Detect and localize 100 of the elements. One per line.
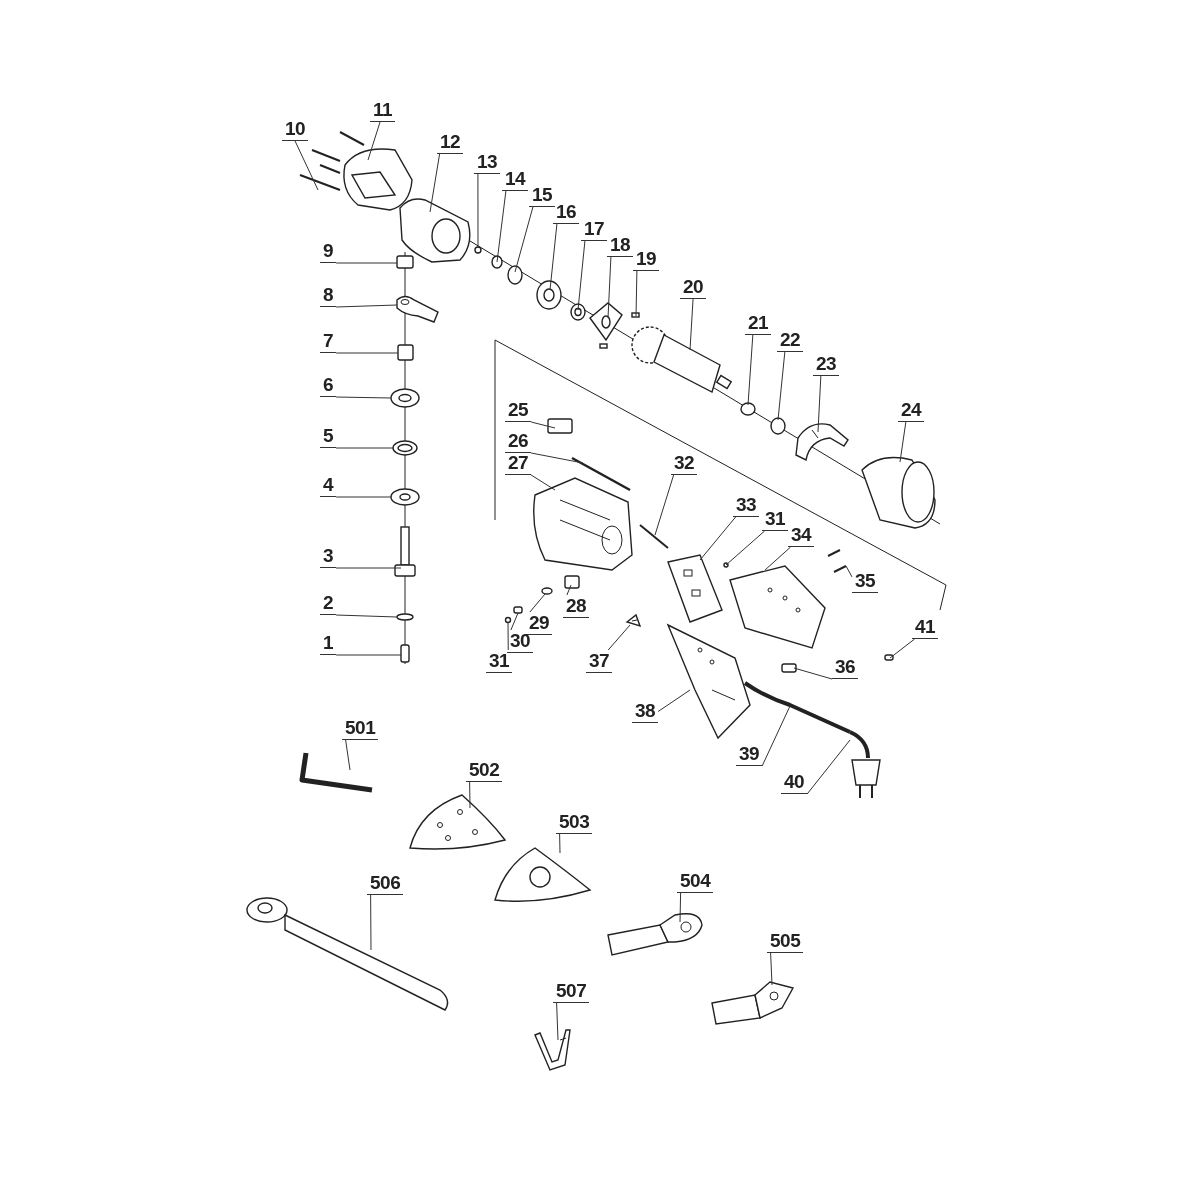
clip-drawing — [884, 654, 894, 661]
switch-drawing — [564, 575, 580, 589]
callout-number: 30 — [507, 630, 534, 653]
callout-number: 28 — [563, 595, 590, 618]
callout-number: 41 — [912, 616, 939, 639]
bearing-drawing — [770, 417, 786, 435]
o-ring-drawing — [474, 246, 482, 254]
spindle-drawing — [394, 526, 416, 577]
leader-line — [770, 952, 773, 986]
leader-line — [689, 298, 694, 351]
rod-drawing — [639, 524, 669, 549]
leader-line — [654, 474, 675, 536]
plug-drawing — [849, 730, 881, 799]
leader-line — [507, 622, 509, 651]
leader-line — [514, 206, 534, 273]
callout-number: 502 — [466, 759, 503, 782]
leader-line — [607, 256, 612, 319]
circuit-board-drawing — [667, 554, 723, 623]
leader-line — [747, 334, 754, 406]
leader-line — [657, 689, 691, 712]
callout-number: 504 — [677, 870, 714, 893]
leader-line — [764, 546, 792, 571]
leader-line — [635, 270, 638, 317]
o-ring-drawing — [507, 265, 523, 285]
callout-number: 4 — [320, 474, 337, 497]
screw-drawing — [299, 149, 341, 191]
callout-number: 6 — [320, 374, 337, 397]
callout-number: 3 — [320, 545, 337, 568]
callout-number: 14 — [502, 168, 529, 191]
leader-line — [529, 593, 546, 613]
callout-number: 505 — [767, 930, 804, 953]
callout-number: 507 — [553, 980, 590, 1003]
callout-number: 15 — [529, 184, 556, 207]
screw-drawing — [827, 549, 847, 573]
leader-line — [477, 173, 479, 249]
motor-cover-drawing — [339, 131, 413, 211]
callout-number: 38 — [632, 700, 659, 723]
callout-number: 19 — [633, 248, 660, 271]
callout-number: 8 — [320, 284, 337, 307]
leader-line — [566, 584, 572, 596]
power-cord-drawing — [743, 681, 851, 734]
callout-number: 501 — [342, 717, 379, 740]
leader-line — [530, 474, 556, 491]
bushing-drawing — [397, 344, 414, 361]
washer-drawing — [396, 613, 414, 621]
leader-line — [761, 705, 791, 767]
bearing-drawing — [491, 255, 503, 269]
leader-line — [889, 638, 916, 659]
clip-drawing — [534, 1029, 571, 1071]
leader-line — [793, 667, 833, 680]
flange-drawing — [390, 488, 420, 506]
wrench-drawing — [246, 897, 449, 1011]
callout-number: 34 — [788, 524, 815, 547]
button-drawing — [625, 613, 642, 628]
leader-line — [559, 833, 561, 854]
leader-line — [607, 624, 631, 651]
callout-number: 36 — [832, 656, 859, 679]
callout-number: 9 — [320, 240, 337, 263]
callout-number: 27 — [505, 452, 532, 475]
callout-number: 31 — [762, 508, 789, 531]
leader-line — [294, 140, 319, 191]
leader-line — [335, 262, 398, 264]
callout-number: 39 — [736, 743, 763, 766]
leader-line — [530, 421, 556, 429]
sanding-plate-drawing — [494, 847, 591, 902]
leader-line — [510, 612, 519, 631]
terminal-drawing — [513, 606, 523, 614]
leader-line — [806, 739, 851, 795]
seal-drawing — [536, 280, 562, 310]
leader-line — [345, 739, 351, 771]
leader-line — [429, 153, 441, 213]
leader-line — [335, 654, 402, 656]
leader-line — [370, 894, 372, 951]
stator-drawing — [861, 456, 936, 529]
housing-half-drawing — [729, 565, 826, 649]
callout-number: 5 — [320, 425, 337, 448]
leader-line — [577, 240, 586, 311]
callout-number: 18 — [607, 234, 634, 257]
callout-number: 13 — [474, 151, 501, 174]
leader-line — [335, 396, 392, 399]
leader-line — [335, 567, 402, 569]
callout-number: 26 — [505, 430, 532, 453]
leader-line — [699, 516, 737, 561]
screw-drawing — [504, 616, 512, 624]
callout-number: 503 — [556, 811, 593, 834]
callout-number: 7 — [320, 330, 337, 353]
fork-drawing — [396, 295, 439, 323]
leader-line — [367, 121, 381, 161]
leader-line — [335, 304, 398, 308]
sanding-pad-drawing — [409, 794, 506, 850]
callout-number: 40 — [781, 771, 808, 794]
bearing-plate-drawing — [589, 302, 623, 342]
callout-number: 37 — [586, 650, 613, 673]
bearing-drawing — [390, 388, 420, 408]
leader-line — [679, 892, 682, 923]
leader-line — [335, 496, 392, 498]
callout-number: 2 — [320, 592, 337, 615]
callout-number: 11 — [370, 99, 396, 122]
screw-drawing — [723, 562, 729, 568]
callout-number: 25 — [505, 399, 532, 422]
